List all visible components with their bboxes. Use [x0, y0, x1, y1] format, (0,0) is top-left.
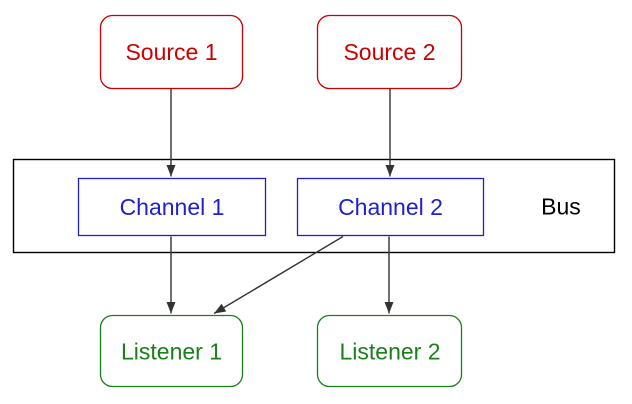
listener-1-box — [99, 314, 244, 388]
listener-2-label: Listener 2 — [339, 339, 440, 365]
listener-1-label: Listener 1 — [121, 339, 222, 365]
channel-2-box — [296, 177, 485, 237]
bus-container-box — [12, 158, 616, 254]
channel-1-label: Channel 1 — [120, 194, 225, 220]
source-1-label: Source 1 — [125, 39, 217, 65]
source-1-box — [99, 14, 244, 90]
listener-2-box — [316, 314, 463, 388]
source-2-label: Source 2 — [343, 39, 435, 65]
bus-label: Bus — [541, 194, 581, 220]
node-channel-2: Channel 2 — [296, 177, 485, 237]
node-source-1: Source 1 — [99, 14, 244, 90]
source-2-box — [316, 14, 463, 90]
node-listener-2: Listener 2 — [316, 314, 463, 388]
channel-2-label: Channel 2 — [338, 194, 443, 220]
channel-1-box — [77, 177, 267, 237]
node-source-2: Source 2 — [316, 14, 463, 90]
node-listener-1: Listener 1 — [99, 314, 244, 388]
arrow-channel2-to-listener1 — [213, 235, 344, 315]
node-channel-1: Channel 1 — [77, 177, 267, 237]
